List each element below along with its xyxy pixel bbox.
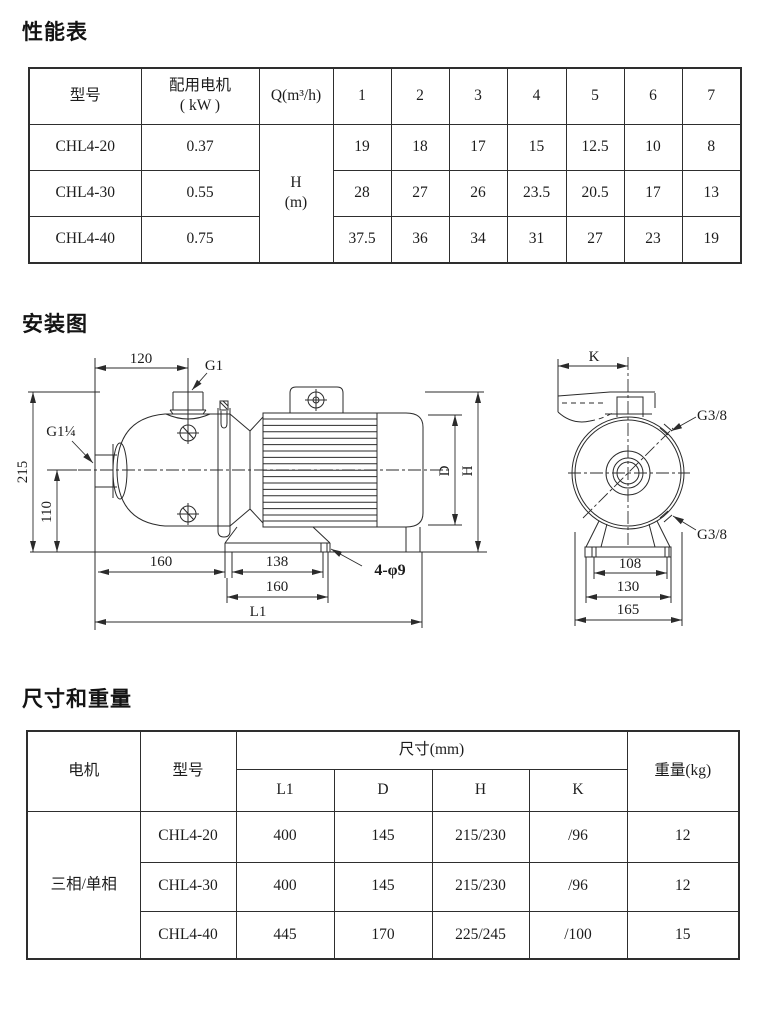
dim-label-k: K (589, 349, 600, 365)
table-cell: CHL4-20 (28, 123, 142, 171)
table-cell: 2 (390, 67, 450, 125)
bracket-bolt (305, 389, 327, 411)
table-cell: /96 (528, 861, 628, 912)
table-cell: 3 (448, 67, 508, 125)
table-cell: 型号 (139, 730, 237, 812)
dim-label-108: 108 (619, 556, 642, 572)
table-cell: 225/245 (431, 910, 530, 960)
port-label-g1: G1 (205, 358, 223, 374)
table-cell: 0.55 (140, 169, 260, 217)
dim-label-120: 120 (130, 351, 153, 367)
table-cell: 31 (506, 215, 567, 264)
table-cell: K (528, 768, 628, 812)
table-cell: 20.5 (565, 169, 625, 217)
table-cell: CHL4-20 (139, 810, 237, 863)
table-cell: 6 (623, 67, 683, 125)
dim-label-110: 110 (39, 501, 55, 523)
table-cell: 400 (235, 810, 335, 863)
table-cell: 215/230 (431, 861, 530, 912)
port-label-g1-quarter: G1¼ (46, 424, 76, 440)
table-cell: 27 (390, 169, 450, 217)
holes-label: 4-φ9 (374, 562, 405, 579)
table-cell: /100 (528, 910, 628, 960)
table-cell: 10 (623, 123, 683, 171)
table-cell: 15 (626, 910, 740, 960)
table-cell: 5 (565, 67, 625, 125)
table-cell: 18 (390, 123, 450, 171)
table-cell: 12.5 (565, 123, 625, 171)
table-cell: 13 (681, 169, 742, 217)
table-cell: 15 (506, 123, 567, 171)
dim-label-215: 215 (15, 461, 31, 484)
table-cell: 1 (332, 67, 392, 125)
table-cell: 170 (333, 910, 433, 960)
section-title-dimensions: 尺寸和重量 (22, 688, 132, 711)
table-cell: 7 (681, 67, 742, 125)
table-cell: CHL4-40 (28, 215, 142, 264)
port-label-g38-lower: G3/8 (697, 527, 727, 543)
dim-label-165: 165 (617, 602, 640, 618)
table-cell: 0.75 (140, 215, 260, 264)
table-cell: H (m) (258, 123, 334, 264)
table-cell: 0.37 (140, 123, 260, 171)
installation-diagram: 120 G1 G1¼ 215 110 160 138 160 L1 (15, 349, 727, 630)
table-cell: /96 (528, 810, 628, 863)
table-cell: 34 (448, 215, 508, 264)
table-cell: 445 (235, 910, 335, 960)
table-cell: 23.5 (506, 169, 567, 217)
table-cell: CHL4-40 (139, 910, 237, 960)
table-cell: 型号 (28, 67, 142, 125)
table-cell: 12 (626, 861, 740, 912)
table-cell: 145 (333, 810, 433, 863)
table-cell: D (333, 768, 433, 812)
dim-label-130: 130 (617, 579, 640, 595)
section-title-installation: 安装图 (22, 313, 88, 336)
dim-label-h: H (460, 465, 476, 476)
table-cell: 19 (332, 123, 392, 171)
table-cell: H (431, 768, 530, 812)
table-cell: Q(m³/h) (258, 67, 334, 125)
table-cell: 三相/单相 (26, 810, 141, 960)
table-cell: 145 (333, 861, 433, 912)
table-cell: CHL4-30 (28, 169, 142, 217)
table-cell: 17 (623, 169, 683, 217)
table-cell: 23 (623, 215, 683, 264)
casing-bolt-bottom (177, 503, 199, 525)
table-cell: 重量(kg) (626, 730, 740, 812)
table-cell: 28 (332, 169, 392, 217)
pump-front-view: K G3/8 G3/8 10 (557, 349, 727, 626)
table-cell: 19 (681, 215, 742, 264)
table-cell: 配用电机 ( kW ) (140, 67, 260, 125)
table-cell: 17 (448, 123, 508, 171)
table-cell: 215/230 (431, 810, 530, 863)
section-title-performance: 性能表 (22, 21, 88, 44)
dim-label-160-base: 160 (266, 579, 289, 595)
port-label-g38-upper: G3/8 (697, 408, 727, 424)
table-cell: L1 (235, 768, 335, 812)
table-cell: 27 (565, 215, 625, 264)
table-cell: 尺寸(mm) (235, 730, 628, 770)
casing-bolt-top (177, 422, 199, 444)
table-cell: 400 (235, 861, 335, 912)
pump-side-view: 120 G1 G1¼ 215 110 160 138 160 L1 (15, 351, 487, 630)
dim-label-160-left: 160 (150, 554, 173, 570)
table-cell: 8 (681, 123, 742, 171)
table-cell: 26 (448, 169, 508, 217)
table-cell: 36 (390, 215, 450, 264)
table-cell: 37.5 (332, 215, 392, 264)
table-cell: CHL4-30 (139, 861, 237, 912)
table-cell: 4 (506, 67, 567, 125)
dim-label-l1: L1 (250, 604, 267, 620)
table-cell: 12 (626, 810, 740, 863)
dim-label-138: 138 (266, 554, 289, 570)
dim-label-d: D (437, 465, 453, 476)
table-cell: 电机 (26, 730, 141, 812)
